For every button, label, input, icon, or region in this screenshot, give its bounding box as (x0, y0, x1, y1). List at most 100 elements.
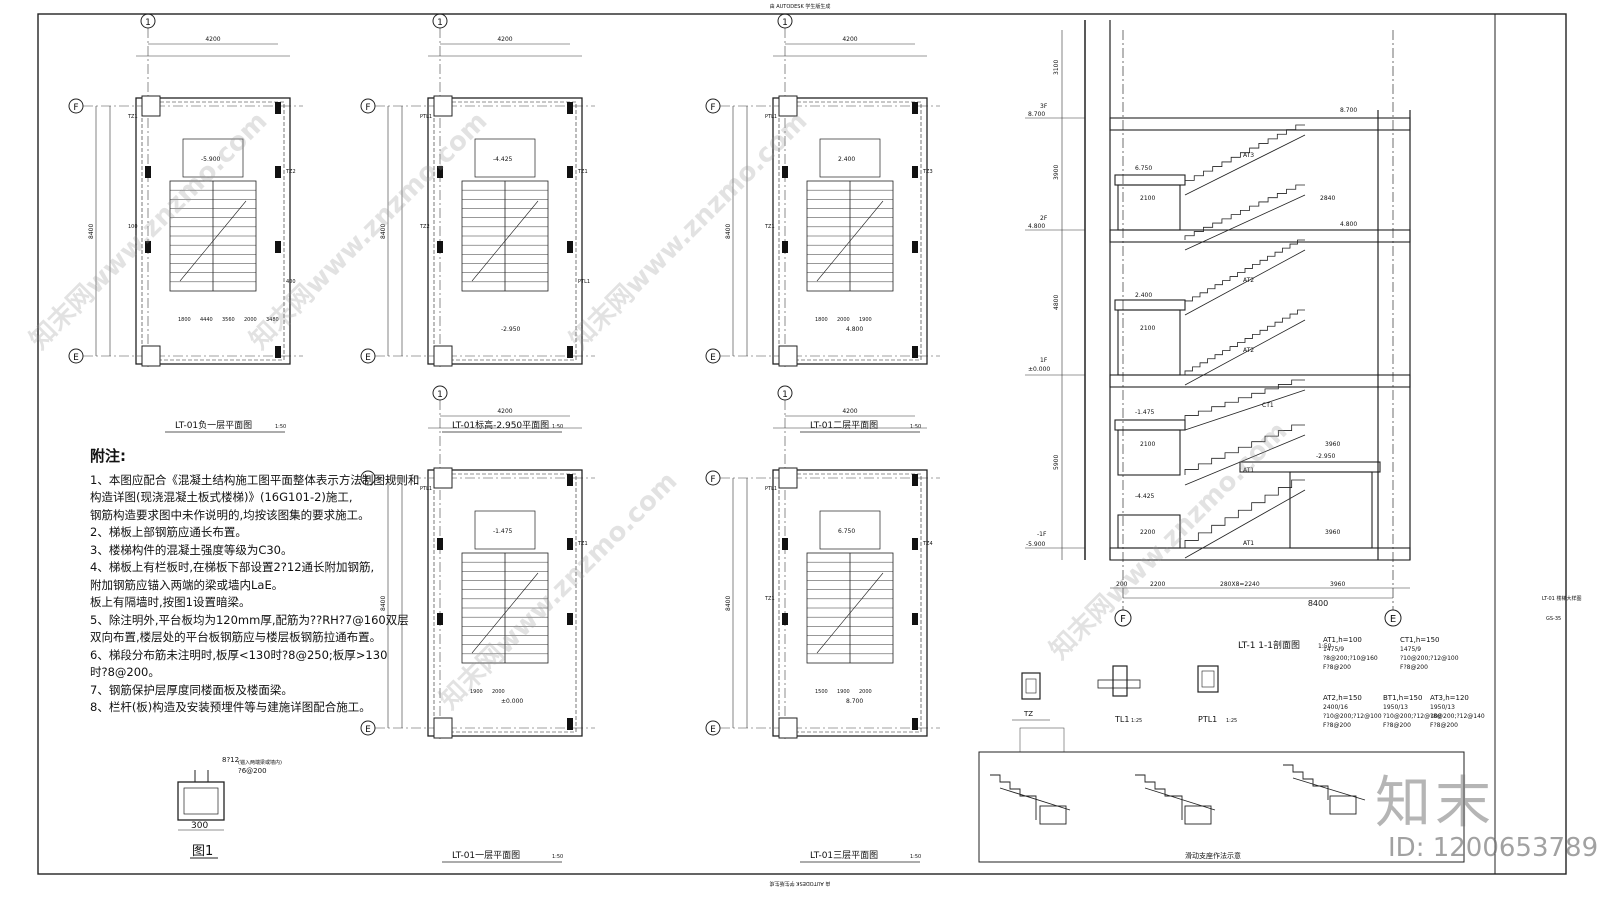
plan-left-dim: 8400 (725, 224, 732, 239)
axis-label-e: E (710, 353, 716, 363)
plan-member-label: PTL1 (765, 486, 777, 492)
axis-label-e: E (365, 725, 371, 735)
stair-flight (1184, 184, 1305, 240)
plan-dim: 1500 (815, 689, 828, 695)
plan-dim: 1900 (470, 689, 483, 695)
left-dim-1: 3100 (1053, 60, 1060, 75)
plan-dim: 2000 (859, 689, 872, 695)
plan-dim: 3560 (222, 317, 235, 323)
schedule-name: AT1,h=100 (1323, 636, 1362, 644)
axis-label-e: E (710, 725, 716, 735)
plan-left-dim: 8400 (725, 596, 732, 611)
section-dim-d: 3960 (1330, 581, 1345, 588)
note-line: 8、栏杆(板)构造及安装预埋件等与建施详图配合施工。 (90, 700, 371, 714)
flight-label-at2a: AT2 (1243, 277, 1254, 284)
schedule-name: AT3,h=120 (1430, 694, 1469, 702)
note-line: 板上有隔墙时,按图1设置暗梁。 (90, 595, 251, 609)
plan-level: -2.950 (501, 326, 521, 333)
mid-level-1: 6.750 (1135, 165, 1152, 172)
fig1-rebar-note: (锚入两端梁或墙内) (238, 759, 282, 766)
plan-scale: 1:50 (910, 424, 921, 430)
floor-level-3f: 8.700 (1028, 111, 1045, 118)
floor-level-1f: ±0.000 (1028, 366, 1050, 373)
section-view: F E 8400 200 2200 280X8=2240 (1025, 20, 1411, 651)
plan-member-label: TZ2 (419, 224, 430, 230)
axis-label-e: E (73, 353, 79, 363)
plan-level: -4.425 (493, 156, 513, 163)
stair-flight (1184, 239, 1305, 305)
stair-flight (1184, 479, 1305, 548)
plan-member-label: 400 (286, 279, 296, 285)
inner-dim-3: 2100 (1140, 325, 1155, 332)
detail-tl1-scale: 1:25 (1131, 718, 1142, 724)
plan-top-dim: 4200 (842, 36, 857, 43)
floor-level-2f: 4.800 (1028, 223, 1045, 230)
axis-label-f: F (710, 475, 715, 485)
plan-level: -1.475 (493, 528, 513, 535)
plan-member-label: TZ1 (127, 114, 138, 120)
mid-level-6: 8.700 (1340, 107, 1357, 114)
schedule-l1: 1950/13 (1430, 704, 1455, 711)
stair-flight (1184, 124, 1305, 185)
plan-level: 6.750 (838, 528, 855, 535)
note-line: 7、钢筋保护层厚度同楼面板及楼面梁。 (90, 682, 293, 697)
plan-member-label: TZ1 (764, 224, 775, 230)
fig1-rebar-top: 8?12 (222, 756, 239, 764)
schedule-name: CT1,h=150 (1400, 636, 1440, 644)
floor-label-2f: 2F (1040, 215, 1048, 222)
plan-scale: 1:50 (552, 854, 563, 860)
schedule-l3: F?8@200 (1323, 722, 1351, 729)
floor-level-b1: -5.900 (1026, 541, 1046, 548)
plan-member-label: PTL1 (765, 114, 777, 120)
stair-flight (1184, 424, 1305, 475)
schedule-l3: F?8@200 (1323, 664, 1351, 671)
section-dim-a: 200 (1116, 581, 1128, 588)
mid-level-4: -2.950 (1316, 453, 1336, 460)
schedule-l2: ?8@200;?10@160 (1323, 655, 1378, 662)
left-dim-3: 4800 (1053, 295, 1060, 310)
stair-flight (1184, 379, 1305, 420)
plan-top-dim: 4200 (842, 408, 857, 415)
plan-level: 4.800 (846, 326, 863, 333)
axis-label-f: F (365, 475, 370, 485)
schedule-l1: 1475/9 (1323, 646, 1344, 653)
plan-member-label: 100 (128, 224, 138, 230)
axis-label-f: F (73, 103, 78, 113)
sheet-title: LT-01 楼梯大样图 (1542, 595, 1581, 602)
note-line: 构造详图(现浇混凝土板式楼梯)》(16G101-2)施工, (90, 490, 353, 504)
fig1-stirrup: ?6@200 (238, 767, 267, 775)
note-line: 6、梯段分布筋未注明时,板厚<130时?8@250;板厚>130 (90, 647, 388, 662)
schedule-l2: ?10@200;?12@100 (1323, 713, 1382, 720)
inner-dim-7: 3960 (1325, 529, 1340, 536)
floor-label-b1: -1F (1037, 531, 1047, 538)
axis-label-1: 1 (437, 18, 443, 28)
plan-level: -5.900 (201, 156, 221, 163)
plan-member-label: TZ4 (922, 541, 933, 547)
flight-label-ct1: CT1 (1262, 402, 1274, 409)
detail-ptl1-scale: 1:25 (1226, 718, 1237, 724)
note-line: 4、梯板上有栏板时,在梯板下部设置2?12通长附加钢筋, (90, 560, 375, 574)
section-scale: 1:50 (1318, 643, 1332, 650)
figure-1: 300 8?12 (锚入两端梁或墙内) ?6@200 图1 (177, 756, 282, 859)
axis-label-1: 1 (782, 18, 788, 28)
plan-scale: 1:50 (552, 424, 563, 430)
detail-tz-label: TZ (1023, 710, 1033, 718)
axis-label-f: F (710, 103, 715, 113)
plan-dim: 1900 (837, 689, 850, 695)
fig1-title: 图1 (192, 844, 213, 859)
sheet-number: GS-35 (1546, 616, 1561, 622)
section-overall-dim: 8400 (1308, 599, 1328, 608)
flight-label-at2b: AT2 (1243, 347, 1254, 354)
plan-left-dim: 8400 (380, 596, 387, 611)
axis-label-e: E (365, 353, 371, 363)
axis-label-f: F (365, 103, 370, 113)
schedule-name: BT1,h=150 (1383, 694, 1422, 702)
inner-dim-6: 2200 (1140, 529, 1155, 536)
plan-dim: 1900 (859, 317, 872, 323)
plan-dim: 2000 (492, 689, 505, 695)
axis-label-1: 1 (782, 390, 788, 400)
flight-label-at1a: AT1 (1243, 467, 1254, 474)
